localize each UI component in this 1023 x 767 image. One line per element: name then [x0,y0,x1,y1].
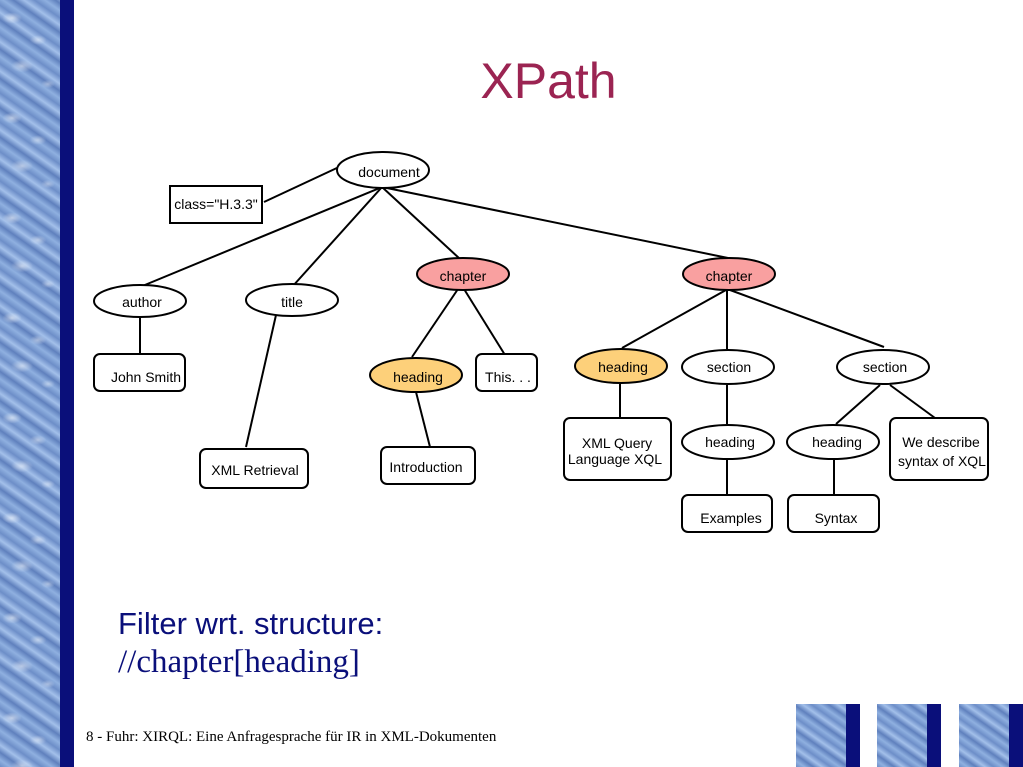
footer-decoration-2 [877,704,941,767]
node-xml-retrieval-box [199,448,309,489]
node-john-smith-box [93,353,186,392]
footer-decoration-3 [959,704,1023,767]
label-examples: Examples [700,510,761,526]
node-chapter-2 [682,257,776,291]
edge-title-xmlretrieval [245,314,277,448]
label-heading-3: heading [705,434,755,450]
sidebar-texture [0,0,60,767]
edge-chapter1-heading1 [411,288,459,358]
node-attribute-box [169,185,263,224]
edge-doc-chapter2 [381,186,729,259]
edge-doc-attr [263,166,340,203]
node-author [93,284,187,318]
node-heading-2 [574,348,668,384]
xpath-expression: //chapter[heading] [118,644,360,680]
edge-doc-title [291,186,383,288]
slide-title: XPath [480,53,617,109]
edge-doc-author [139,186,383,288]
edge-chapter2-heading2 [621,289,727,349]
label-chapter-1: chapter [440,268,487,284]
label-this: This. . . [485,369,531,385]
label-syntax: Syntax [815,510,858,526]
label-xml-query-1: XML Query [582,435,652,451]
node-heading-4 [786,424,880,460]
node-heading-3 [681,424,775,460]
label-describe-1: We describe [902,434,980,450]
slide-footer: 8 - Fuhr: XIRQL: Eine Anfragesprache für… [86,729,497,745]
label-john-smith: John Smith [111,369,181,385]
node-document [336,151,430,189]
sidebar-bar [60,0,74,767]
node-examples-box [681,494,773,533]
tree-edges [139,166,936,495]
edge-section2-describe [889,384,936,419]
label-section-2: section [863,359,907,375]
node-xml-query-box [563,417,672,481]
node-section-2 [836,349,930,385]
label-section-1: section [707,359,751,375]
label-introduction: Introduction [389,459,462,475]
filter-description: Filter wrt. structure: [118,606,384,641]
label-chapter-2: chapter [706,268,753,284]
label-describe-2: syntax of XQL [898,453,986,469]
label-heading-2: heading [598,359,648,375]
label-title: title [281,294,303,310]
node-chapter-1 [416,257,510,291]
node-heading-1 [369,357,463,393]
node-this-box [475,353,538,392]
label-xml-query-2: Language XQL [568,451,662,467]
label-heading-4: heading [812,434,862,450]
edge-chapter2-section2 [729,289,885,348]
label-attribute: class="H.3.3" [174,196,258,212]
node-section-1 [681,349,775,385]
node-title [245,283,339,317]
edge-heading1-intro [415,391,431,448]
label-document: document [358,164,420,180]
node-describe-box [889,417,989,481]
edge-section2-heading4 [835,384,881,425]
label-xml-retrieval: XML Retrieval [211,462,298,478]
label-author: author [122,294,162,310]
node-introduction-box [380,446,476,485]
edge-doc-chapter1 [381,186,461,260]
label-heading-1: heading [393,369,443,385]
footer-decoration-1 [796,704,860,767]
node-syntax-box [787,494,880,533]
edge-chapter1-this [463,288,506,356]
